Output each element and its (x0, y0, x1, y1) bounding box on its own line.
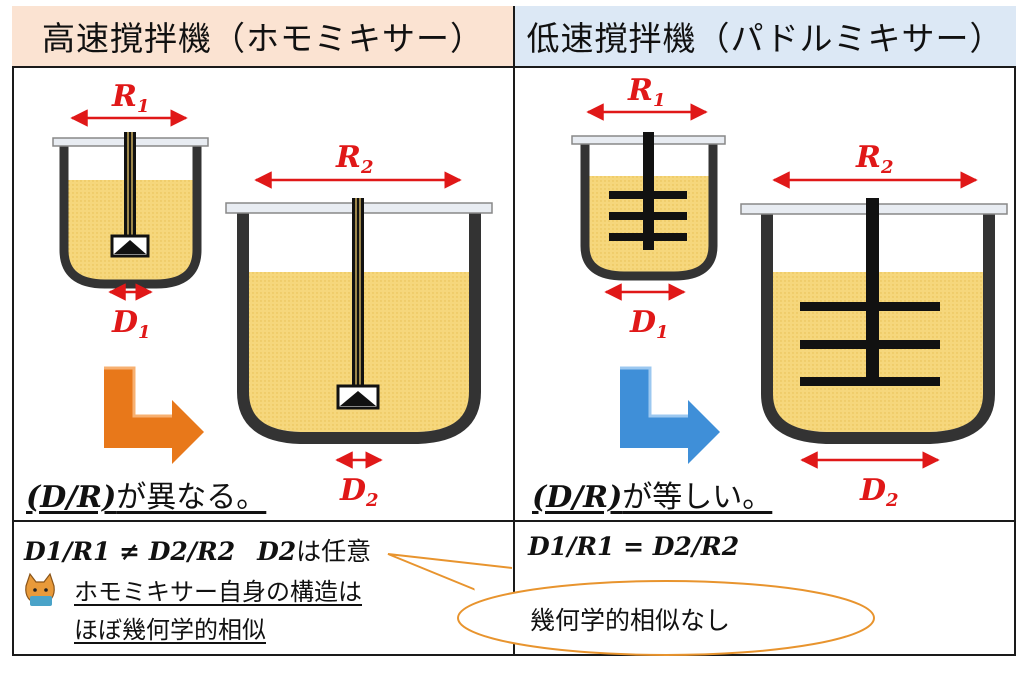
dimension-label-part: R (627, 73, 653, 108)
label-d2-right: D2 (859, 473, 899, 511)
text-segment: は任意 (296, 537, 372, 566)
small-homomixer-vessel (52, 132, 209, 289)
label-r2-right: R2 (855, 140, 893, 178)
text-segment: D2 (257, 537, 297, 566)
text-segment: D1/R1 = D2/R2 (528, 532, 740, 561)
callout-bubble (387, 553, 875, 656)
dimension-label-part: 2 (885, 490, 899, 511)
text-segment: D1/R1 ≠ D2/R2 (24, 537, 236, 566)
dimension-label-part: 2 (880, 157, 894, 178)
callout-text: 幾何学的相似なし (530, 606, 731, 635)
small-paddle-vessel (571, 132, 726, 281)
formula-left: D1/R1 ≠ D2/R2 D2は任意 (24, 532, 371, 568)
orange-scale-up-arrow (104, 366, 204, 464)
dimension-label-part: 1 (653, 90, 666, 111)
dimension-label-part: 2 (360, 157, 374, 178)
label-d1-left: D1 (111, 305, 151, 343)
dimension-label-part: 1 (656, 322, 669, 343)
dimension-label-part: R (855, 140, 881, 175)
header-low-speed-mixer: 低速撹拌機（パドルミキサー） (514, 6, 1016, 68)
dimension-label-part: R (111, 79, 137, 114)
caption-right: (D/R)が等しい。 (532, 472, 772, 516)
dimension-label-part: D (859, 473, 886, 508)
large-paddle-vessel (740, 198, 1008, 444)
dimension-label-part: 2 (365, 490, 379, 511)
fox-mascot-icon (25, 572, 55, 606)
dimension-label-part: R (335, 140, 361, 175)
note-line-1: ホモミキサー自身の構造は (74, 578, 362, 606)
text-segment: が等しい。 (622, 480, 773, 515)
dimension-label-part: 1 (138, 322, 151, 343)
row-divider (12, 520, 1016, 522)
label-d2-left: D2 (339, 473, 379, 511)
label-d1-right: D1 (629, 305, 669, 343)
text-segment: (D/R) (532, 480, 623, 515)
column-divider (513, 6, 515, 656)
formula-right: D1/R1 = D2/R2 (528, 532, 739, 561)
label-r2-left: R2 (335, 140, 373, 178)
dimension-label-part: 1 (137, 96, 150, 117)
large-homomixer-vessel (225, 198, 493, 444)
note-line-2: ほぼ幾何学的相似 (74, 616, 266, 644)
dimension-label-part: D (111, 305, 138, 340)
text-segment: (D/R) (26, 480, 117, 515)
blue-scale-up-arrow (620, 366, 720, 464)
dimension-label-part: D (339, 473, 366, 508)
caption-left: (D/R)が異なる。 (26, 472, 266, 516)
dimension-label-part: D (629, 305, 656, 340)
header-high-speed-mixer: 高速撹拌機（ホモミキサー） (12, 6, 514, 68)
label-r1-left: R1 (111, 79, 149, 117)
text-segment: が異なる。 (116, 480, 267, 515)
label-r1-right: R1 (627, 73, 665, 111)
